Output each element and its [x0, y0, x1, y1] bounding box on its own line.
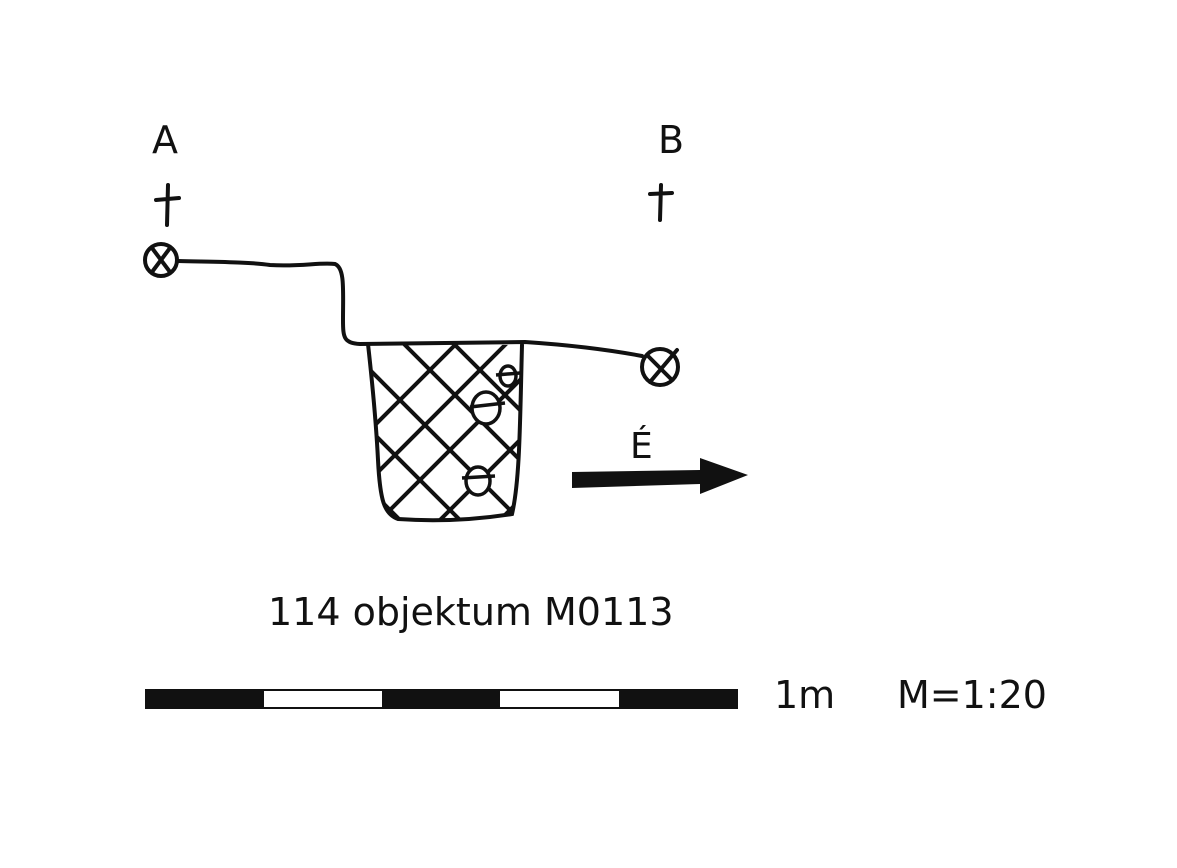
find-icon — [469, 390, 506, 426]
point-b-label: B — [658, 118, 684, 162]
scale-length-label: 1m — [774, 673, 835, 717]
pit-fill-hatching — [368, 344, 522, 521]
scale-ratio-label: M=1:20 — [897, 673, 1047, 717]
find-icon — [461, 465, 496, 497]
caption: 114 objektum M0113 — [268, 590, 674, 634]
scale-bar — [145, 689, 738, 709]
scale-segment — [146, 690, 264, 708]
point-b-marker-icon — [648, 183, 674, 222]
measure-point-b-icon — [640, 347, 680, 387]
surface-line — [176, 259, 644, 358]
finds-icons — [461, 364, 521, 497]
direction-arrow-icon — [572, 458, 748, 494]
measure-point-a-icon — [143, 242, 179, 278]
direction-label: É — [630, 425, 653, 467]
pit-outline — [366, 342, 524, 523]
point-a-marker-icon — [154, 183, 181, 227]
scale-segment — [619, 690, 737, 708]
point-a-label: A — [152, 118, 178, 162]
scale-segment — [382, 690, 500, 708]
find-icon — [495, 364, 521, 388]
